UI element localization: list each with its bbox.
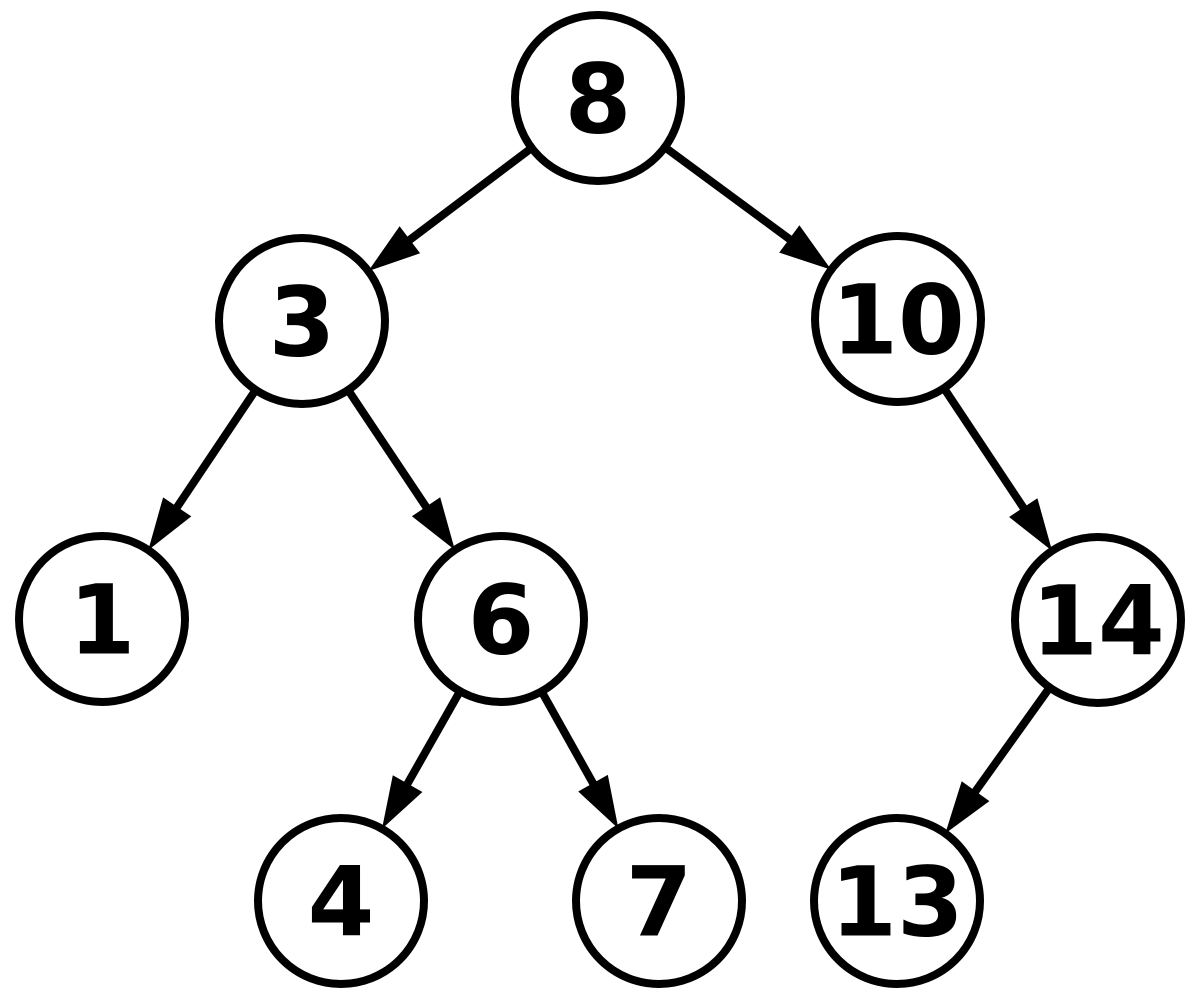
arrowhead-icon [578,774,619,829]
node-circle-3 [215,234,389,408]
node-label-8: 8 [565,44,632,156]
tree-node-4: 4 [254,814,428,988]
arrowhead-icon [411,497,455,550]
tree-node-10: 10 [811,232,985,406]
edge-line-10-14 [940,385,1028,512]
tree-node-3: 3 [215,234,389,408]
tree-node-8: 8 [511,11,685,185]
tree-node-7: 7 [572,814,746,988]
node-circle-7 [572,814,746,988]
node-circle-4 [254,814,428,988]
edge-8-3 [368,144,535,272]
node-label-14: 14 [1031,566,1165,678]
arrowhead-icon [382,775,423,829]
node-label-1: 1 [69,565,136,677]
tree-node-1: 1 [15,532,189,706]
node-circle-6 [414,532,588,706]
arrowhead-icon [1009,498,1053,551]
edge-3-6 [344,387,455,550]
node-circle-1 [15,532,189,706]
arrowhead-icon [148,497,192,551]
nodes-layer: 8 3 10 1 6 14 4 7 13 [15,11,1185,988]
edges-layer [148,143,1053,834]
node-circle-10 [811,232,985,406]
arrowhead-icon [779,225,832,270]
edge-line-3-1 [172,387,260,511]
node-circle-8 [511,11,685,185]
node-circle-13 [810,814,984,988]
node-label-7: 7 [626,847,693,959]
edge-10-14 [940,385,1053,551]
edge-6-4 [382,689,464,829]
edge-line-6-7 [538,689,598,787]
node-label-3: 3 [269,267,336,379]
node-label-6: 6 [468,565,535,677]
arrowhead-icon [945,781,990,834]
tree-node-6: 6 [414,532,588,706]
node-circle-14 [1011,533,1185,707]
edge-line-3-6 [344,387,431,511]
tree-node-13: 13 [810,814,984,988]
edge-3-1 [148,387,260,551]
arrowhead-icon [368,226,421,272]
edge-8-10 [662,143,832,270]
edge-line-8-3 [405,144,535,245]
node-label-10: 10 [831,265,965,377]
node-label-4: 4 [308,847,375,959]
node-label-13: 13 [830,847,964,959]
edge-line-14-13 [971,685,1053,796]
tree-node-14: 14 [1011,533,1185,707]
edge-6-7 [538,689,619,829]
edge-line-6-4 [403,689,464,788]
edge-line-8-10 [662,143,794,244]
edge-14-13 [945,685,1053,834]
